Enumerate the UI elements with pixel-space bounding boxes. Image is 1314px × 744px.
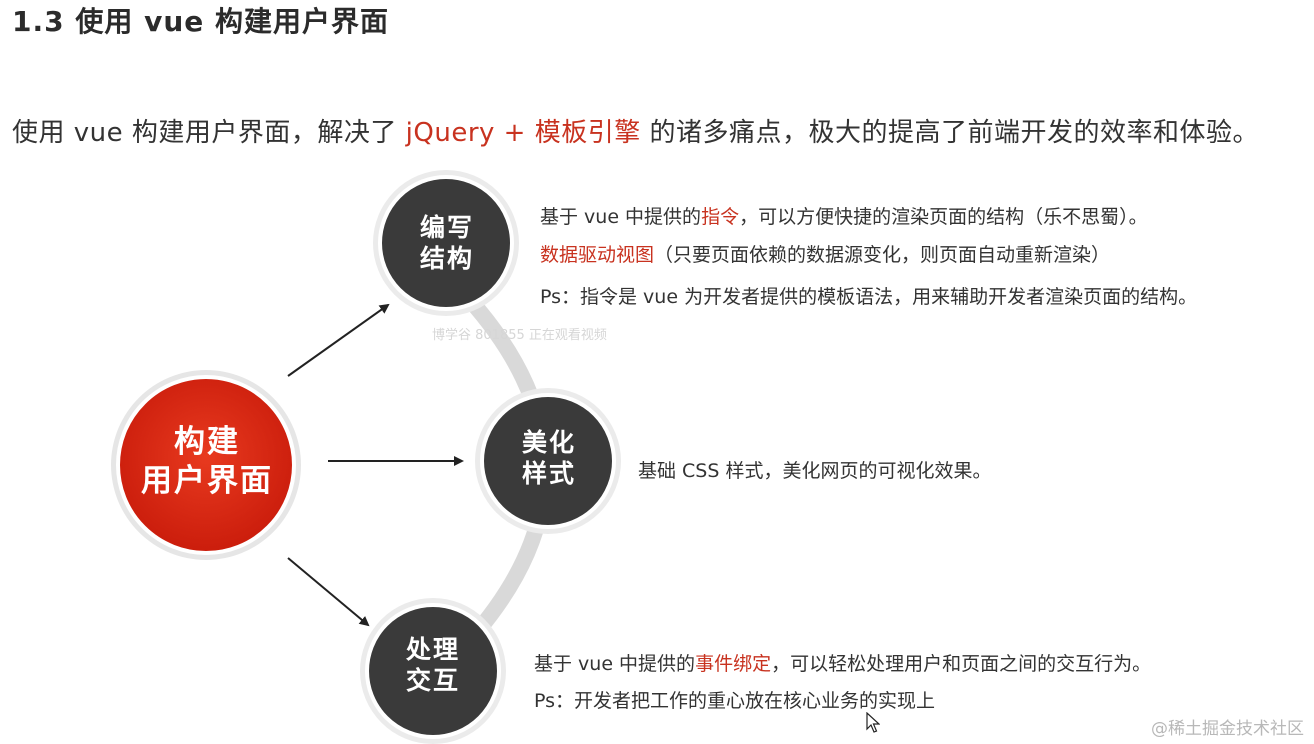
node-style-line1: 美化 [521,428,576,457]
node-interaction-line1: 处理 [405,635,460,664]
node-style [480,393,616,529]
node-style-line2: 样式 [521,459,576,489]
structure-desc-3: Ps：指令是 vue 为开发者提供的模板语法，用来辅助开发者渲染页面的结构。 [540,286,1198,308]
mouse-cursor-icon [866,712,880,733]
intro-highlight: jQuery + 模板引擎 [405,118,641,148]
node-interaction [365,603,501,739]
structure-desc-1: 基于 vue 中提供的指令，可以方便快捷的渲染页面的结构（乐不思蜀）。 [540,206,1148,228]
intro-text-after: 的诸多痛点，极大的提高了前端开发的效率和体验。 [640,118,1259,148]
node-style-label: 美化 样式 [494,427,604,490]
interaction-desc-2: Ps：开发者把工作的重心放在核心业务的实现上 [534,690,936,712]
style-desc-1: 基础 CSS 样式，美化网页的可视化效果。 [638,460,992,482]
slide-title: 1.3 使用 vue 构建用户界面 [12,5,390,38]
node-structure-line2: 结构 [419,244,474,274]
node-structure-label: 编写 结构 [392,212,502,275]
arrow-to-structure [287,303,390,377]
main-node [116,375,296,555]
structure-desc-2: 数据驱动视图（只要页面依赖的数据源变化，则页面自动重新渲染） [540,244,1111,266]
node-structure-line1: 编写 [419,213,474,242]
main-node-line2: 用户界面 [141,462,273,499]
video-watermark: 博学谷 801855 正在观看视频 [432,328,607,343]
main-node-label: 构建 用户界面 [112,423,302,501]
node-structure [378,175,514,311]
main-node-line1: 构建 [174,424,240,460]
brand-watermark: @稀土掘金技术社区 [1151,719,1304,739]
node-interaction-label: 处理 交互 [378,634,488,697]
intro-text-before: 使用 vue 构建用户界面，解决了 [12,118,406,148]
intro-sentence: 使用 vue 构建用户界面，解决了 jQuery + 模板引擎 的诸多痛点，极大… [12,112,1259,149]
node-interaction-line2: 交互 [405,666,460,696]
interaction-desc-1: 基于 vue 中提供的事件绑定，可以轻松处理用户和页面之间的交互行为。 [534,653,1152,675]
arrow-to-interaction [287,557,370,627]
